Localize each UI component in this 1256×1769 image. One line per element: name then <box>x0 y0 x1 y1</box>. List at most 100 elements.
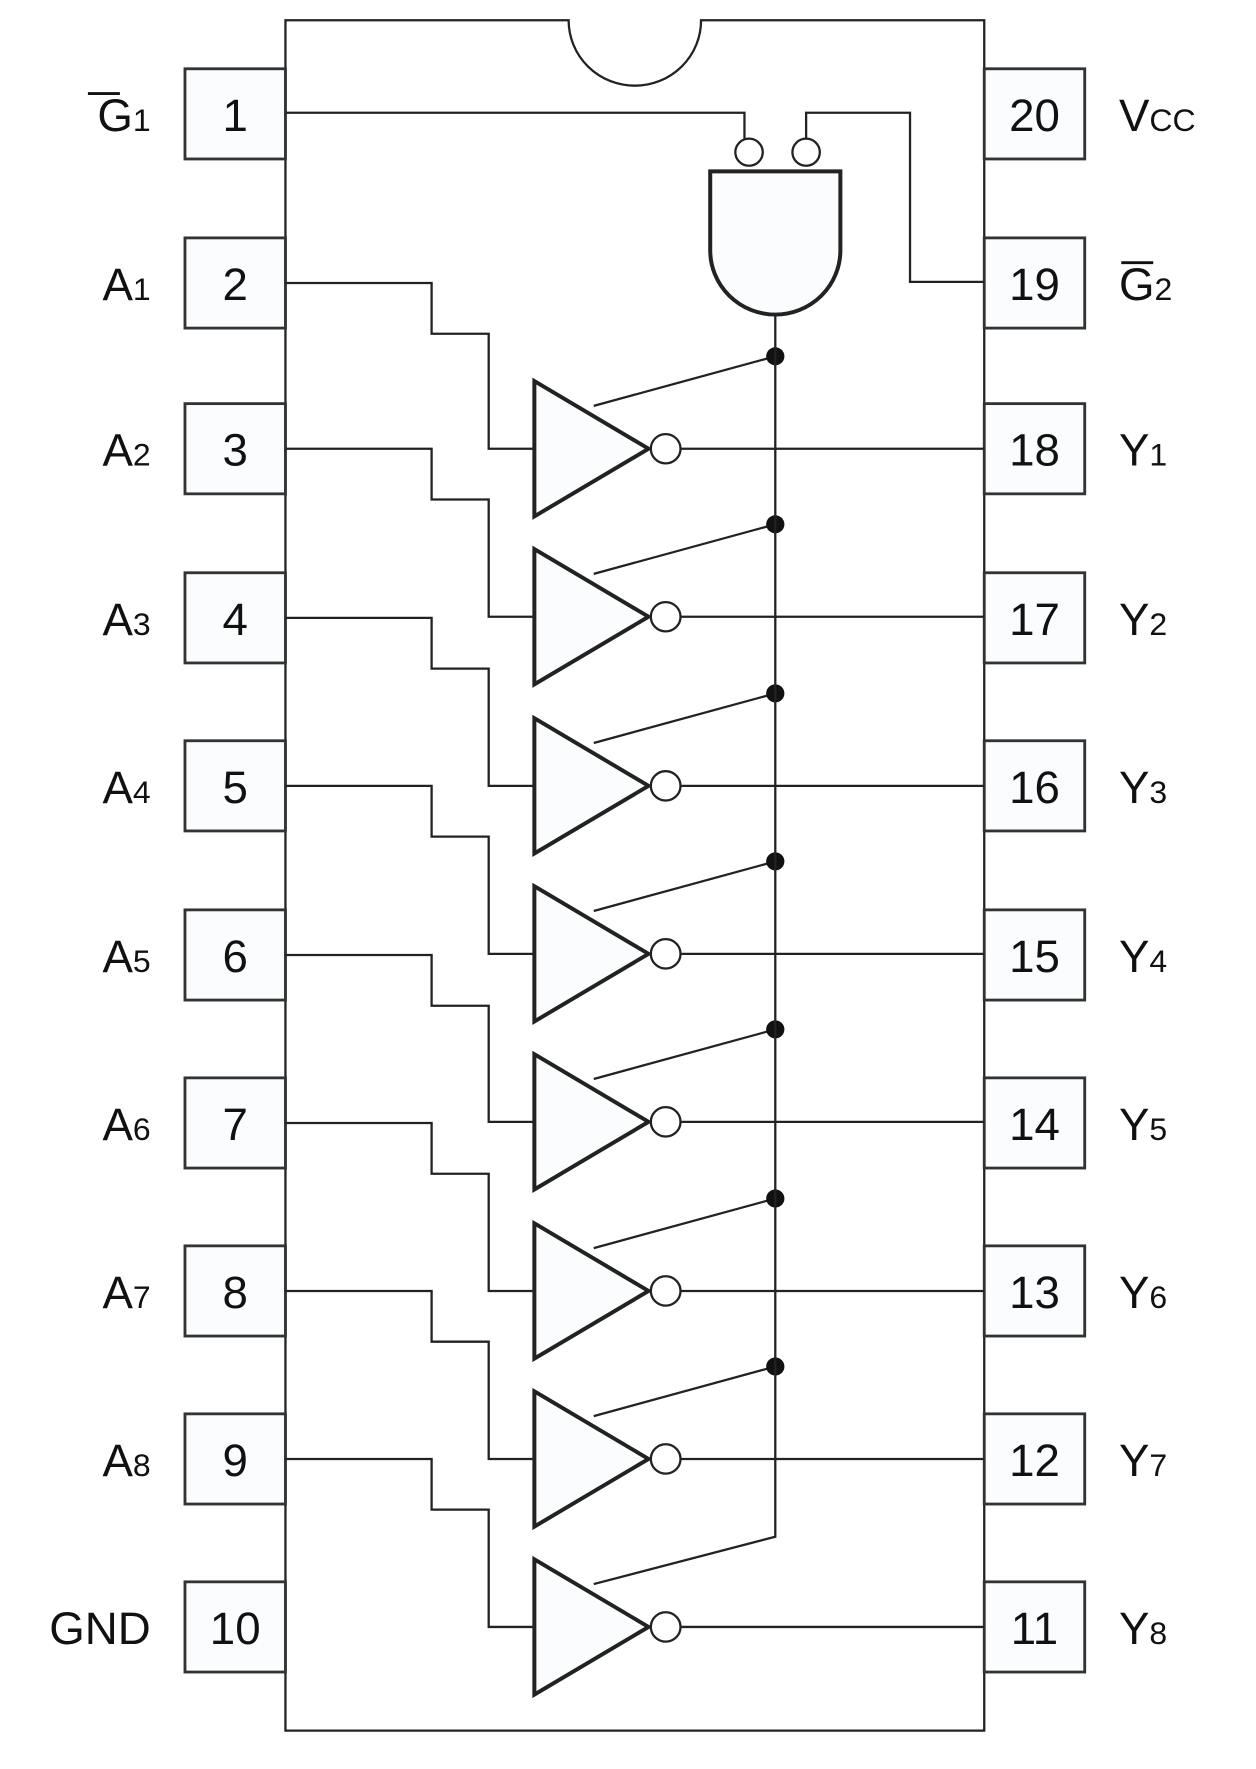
pin-label-sub: 4 <box>133 774 151 810</box>
pin-label-sub: 1 <box>1149 437 1167 473</box>
pin-label-sub: 1 <box>133 271 151 307</box>
pin-label: Y7 <box>1119 1435 1167 1486</box>
pin-number: 4 <box>223 594 248 645</box>
pin-number: 15 <box>1009 931 1060 982</box>
pin-label-sub: 7 <box>133 1279 151 1315</box>
pin-14: 14 Y5 <box>982 1076 1167 1170</box>
pin-label-sub: 3 <box>1149 774 1167 810</box>
pin-label: Y1 <box>1119 425 1167 476</box>
inverting-buffer <box>532 1020 785 1193</box>
pin-label-sub: 5 <box>1149 1111 1167 1147</box>
pin-number: 18 <box>1009 425 1060 476</box>
pin-label-main: Y <box>1119 762 1149 813</box>
pin-number: 8 <box>223 1267 248 1318</box>
pin-label-sub: 6 <box>1149 1279 1167 1315</box>
inverting-buffer <box>532 347 785 520</box>
pin-label: GND <box>49 1603 150 1654</box>
input-wire <box>285 616 535 787</box>
pin-label-main: Y <box>1119 594 1149 645</box>
pin-box <box>982 67 1087 161</box>
inverting-buffer <box>532 1555 682 1699</box>
inverting-buffer <box>532 1189 785 1363</box>
pin-number: 13 <box>1009 1267 1060 1318</box>
pin-label-sub: 3 <box>133 606 151 642</box>
pin-4: 4 A3 <box>102 571 287 665</box>
inverting-buffer <box>532 515 785 688</box>
pin-label: Y4 <box>1119 931 1167 982</box>
enable-nand-gate <box>285 111 985 1586</box>
pin-label-main: A <box>102 594 133 645</box>
inverting-buffer <box>532 852 785 1025</box>
pin-box <box>982 571 1087 665</box>
pin-number: 3 <box>223 425 248 476</box>
pin-label: Y5 <box>1119 1099 1167 1150</box>
enable-wire <box>593 1365 776 1418</box>
pin-label: A8 <box>102 1435 150 1486</box>
pin-label-sub: 2 <box>133 437 151 473</box>
inversion-bubble <box>649 938 682 970</box>
pin-label-sub: 2 <box>1149 606 1167 642</box>
pin-box <box>982 1244 1087 1338</box>
pin-number: 2 <box>223 259 248 310</box>
inversion-bubble <box>649 432 682 465</box>
inversion-bubble <box>649 770 682 802</box>
pin-label-main: GND <box>49 1603 150 1654</box>
inverting-buffer <box>532 1357 785 1531</box>
pin-label-main: A <box>102 259 133 310</box>
inversion-bubble <box>649 1611 682 1643</box>
enable-wire <box>593 692 776 745</box>
pin-number: 14 <box>1009 1099 1060 1150</box>
pin-number: 9 <box>223 1435 248 1486</box>
pin-number: 11 <box>1011 1603 1058 1654</box>
buffer-triangle <box>532 882 653 1025</box>
pin-label-main: Y <box>1119 1603 1149 1654</box>
pin-label-sub: 5 <box>133 943 151 979</box>
enable-wire <box>593 1028 776 1081</box>
pin-label-main: A <box>102 425 133 476</box>
pin-label-main: G <box>1119 259 1155 310</box>
pin-12: 12 Y7 <box>982 1412 1167 1506</box>
pin-label: A7 <box>102 1267 150 1318</box>
pin-number: 6 <box>223 931 248 982</box>
pin-label: A6 <box>102 1099 150 1150</box>
buffer-triangle <box>532 1219 653 1363</box>
pin-label: A1 <box>102 259 150 310</box>
input-wire <box>285 784 535 955</box>
pin-label: VCC <box>1119 90 1196 141</box>
pin-label: Y6 <box>1119 1267 1167 1318</box>
pin-label-sub: 4 <box>1149 943 1167 979</box>
buffer-triangle <box>532 714 653 857</box>
pin-number: 1 <box>223 90 248 141</box>
input-wire <box>285 1457 535 1629</box>
pin-5: 5 A4 <box>102 739 287 833</box>
pin-11: 11 Y8 <box>982 1580 1167 1674</box>
pin-9: 9 A8 <box>102 1412 287 1506</box>
enable-bus <box>593 315 777 1586</box>
pin-label-main: V <box>1119 90 1150 141</box>
pin-label-main: A <box>102 1267 133 1318</box>
pin-box <box>183 236 287 330</box>
pin-label-main: G <box>97 90 133 141</box>
pin-18: 18 Y1 <box>982 402 1167 496</box>
pin-label: A5 <box>102 931 150 982</box>
pin-box <box>982 1412 1087 1506</box>
pin-label-sub: 2 <box>1155 271 1173 307</box>
pin-label-main: Y <box>1119 1099 1149 1150</box>
pin-label-sub: CC <box>1149 102 1195 138</box>
pin-15: 15 Y4 <box>982 908 1167 1002</box>
pin-label: A3 <box>102 594 150 645</box>
pin-number: 12 <box>1009 1435 1060 1486</box>
inversion-bubble <box>649 1106 682 1138</box>
pin-label: A4 <box>102 762 150 813</box>
pin-7: 7 A6 <box>102 1076 287 1170</box>
pin-label-sub: 8 <box>133 1447 151 1483</box>
pin-label: Y8 <box>1119 1603 1167 1654</box>
pin-1: 1G1 <box>87 67 287 161</box>
buffer-triangle <box>532 1387 653 1531</box>
pin-number: 5 <box>223 762 248 813</box>
inversion-bubble <box>649 1275 682 1307</box>
pin-number: 7 <box>223 1099 248 1150</box>
